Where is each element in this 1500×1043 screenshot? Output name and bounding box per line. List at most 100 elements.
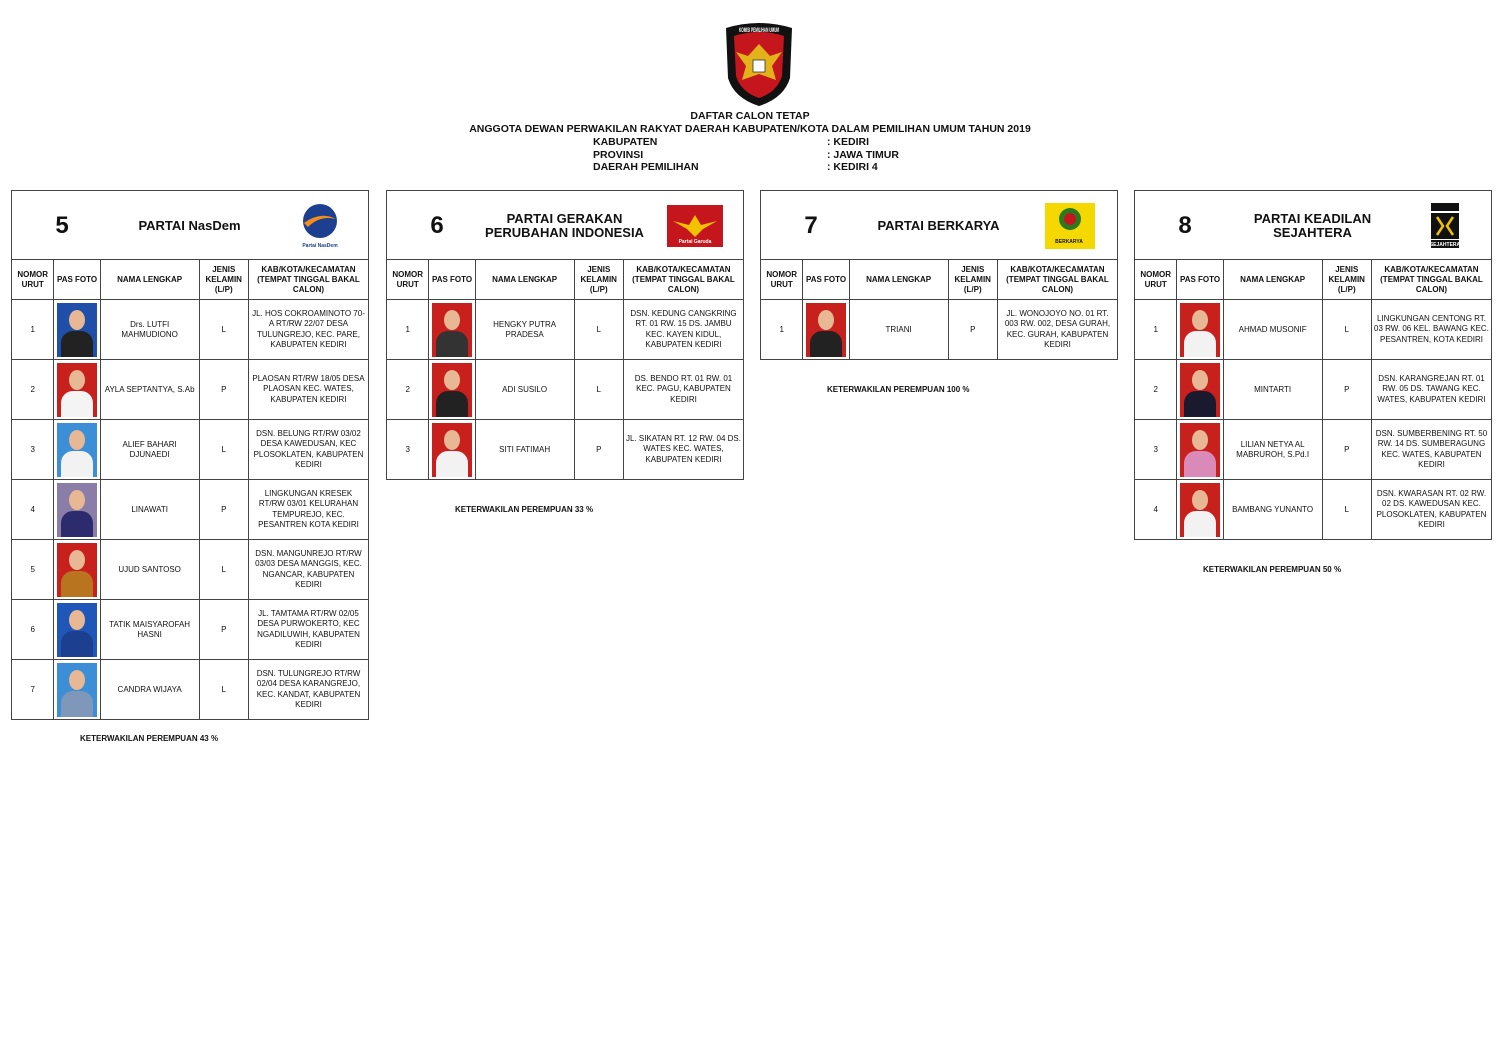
candidate-address: DSN. BELUNG RT/RW 03/02 DESA KAWEDUSAN, … (247, 419, 370, 480)
candidate-number: 6 (10, 599, 55, 660)
party-logo: SEJAHTERA (1430, 203, 1461, 248)
column-header: NAMA LENGKAP (99, 259, 200, 300)
meta-row: PROVINSI : JAWA TIMUR (593, 149, 899, 162)
candidate-number: 1 (385, 299, 430, 360)
candidate-name: SITI FATIMAH (474, 419, 575, 480)
meta-value: : KEDIRI (827, 136, 869, 148)
meta-value: : JAWA TIMUR (827, 148, 899, 161)
candidate-photo-cell (53, 299, 101, 360)
candidate-sex: P (573, 419, 624, 480)
party-name: PARTAI GERAKAN PERUBAHAN INDONESIA (485, 210, 644, 240)
candidate-name: BAMBANG YUNANTO (1222, 479, 1323, 540)
candidate-photo (1180, 422, 1221, 477)
candidate-photo-cell (1176, 299, 1224, 360)
candidate-name: LINAWATI (99, 479, 200, 540)
candidate-photo (57, 422, 98, 477)
candidate-name: Drs. LUTFI MAHMUDIONO (99, 299, 200, 360)
kpu-logo: KOMISI PEMILIHAN UMUM (726, 23, 792, 106)
party-logo: Partai Garuda (667, 205, 723, 247)
candidate-photo (1180, 482, 1221, 537)
party-name: PARTAI BERKARYA (877, 217, 1000, 233)
candidate-address: LINGKUNGAN KRESEK RT/RW 03/01 KELURAHAN … (247, 479, 370, 540)
candidate-photo (57, 662, 98, 717)
candidate-name: UJUD SANTOSO (99, 539, 200, 600)
party-logo-text: Partai NasDem (302, 243, 338, 249)
candidate-name: MINTARTI (1222, 359, 1323, 420)
party-logo-text: BERKARYA (1055, 239, 1083, 245)
candidate-sex: L (1321, 299, 1372, 360)
meta-value: : KEDIRI 4 (827, 161, 878, 173)
candidate-sex: L (198, 539, 249, 600)
column-header: JENIS KELAMIN (L/P) (947, 259, 998, 300)
column-header: PAS FOTO (53, 259, 101, 300)
candidate-photo (432, 302, 473, 357)
candidate-sex: L (573, 299, 624, 360)
party-logo: BERKARYA (1045, 203, 1095, 249)
candidate-photo (57, 542, 98, 597)
female-representation: KETERWAKILAN PEREMPUAN 100 % (827, 385, 970, 394)
candidate-address: JL. SIKATAN RT. 12 RW. 04 DS. WATES KEC.… (622, 419, 745, 480)
candidate-address: PLAOSAN RT/RW 18/05 DESA PLAOSAN KEC. WA… (247, 359, 370, 420)
candidate-photo-cell (802, 299, 850, 360)
female-representation: KETERWAKILAN PEREMPUAN 43 % (80, 734, 219, 743)
party-number: 5 (55, 212, 69, 239)
candidate-number: 5 (10, 539, 55, 600)
column-header: PAS FOTO (1176, 259, 1224, 300)
candidate-address: DSN. KEDUNG CANGKRING RT. 01 RW. 15 DS. … (622, 299, 745, 360)
female-representation: KETERWAKILAN PEREMPUAN 50 % (1203, 565, 1342, 574)
candidate-sex: P (1321, 419, 1372, 480)
column-header: NOMOR URUT (1133, 259, 1178, 300)
candidate-number: 3 (10, 419, 55, 480)
candidate-sex: P (1321, 359, 1372, 420)
party-number: 6 (430, 212, 444, 239)
candidate-address: JL. HOS COKROAMINOTO 70-A RT/RW 22/07 DE… (247, 299, 370, 360)
candidate-photo (57, 602, 98, 657)
column-header: JENIS KELAMIN (L/P) (198, 259, 249, 300)
column-header: PAS FOTO (428, 259, 476, 300)
meta-row: KABUPATEN : KEDIRI (593, 136, 899, 149)
candidate-sex: L (198, 299, 249, 360)
column-header: KAB/KOTA/KECAMATAN (TEMPAT TINGGAL BAKAL… (1370, 259, 1493, 300)
column-header: JENIS KELAMIN (L/P) (573, 259, 624, 300)
document-header: DAFTAR CALON TETAP ANGGOTA DEWAN PERWAKI… (0, 110, 1500, 135)
candidate-sex: P (947, 299, 998, 360)
candidate-photo (806, 302, 847, 357)
party-name: PARTAI NasDem (138, 217, 241, 233)
candidate-number: 3 (1133, 419, 1178, 480)
candidate-address: DSN. KARANGREJAN RT. 01 RW. 05 DS. TAWAN… (1370, 359, 1493, 420)
column-header: KAB/KOTA/KECAMATAN (TEMPAT TINGGAL BAKAL… (247, 259, 370, 300)
candidate-sex: P (198, 359, 249, 420)
candidate-sex: P (198, 479, 249, 540)
candidate-number: 1 (759, 299, 804, 360)
candidate-name: TRIANI (848, 299, 949, 360)
candidate-photo (432, 422, 473, 477)
column-header: NOMOR URUT (10, 259, 55, 300)
candidate-address: DSN. MANGUNREJO RT/RW 03/03 DESA MANGGIS… (247, 539, 370, 600)
party-name: PARTAI KEADILAN SEJAHTERA (1253, 210, 1372, 240)
candidate-name: AHMAD MUSONIF (1222, 299, 1323, 360)
female-representation: KETERWAKILAN PEREMPUAN 33 % (455, 505, 594, 514)
column-header: NOMOR URUT (759, 259, 804, 300)
column-header: NOMOR URUT (385, 259, 430, 300)
candidate-photo-cell (1176, 359, 1224, 420)
region-meta: KABUPATEN : KEDIRI PROVINSI : JAWA TIMUR… (593, 136, 899, 174)
candidate-photo (1180, 302, 1221, 357)
candidate-photo-cell (53, 419, 101, 480)
